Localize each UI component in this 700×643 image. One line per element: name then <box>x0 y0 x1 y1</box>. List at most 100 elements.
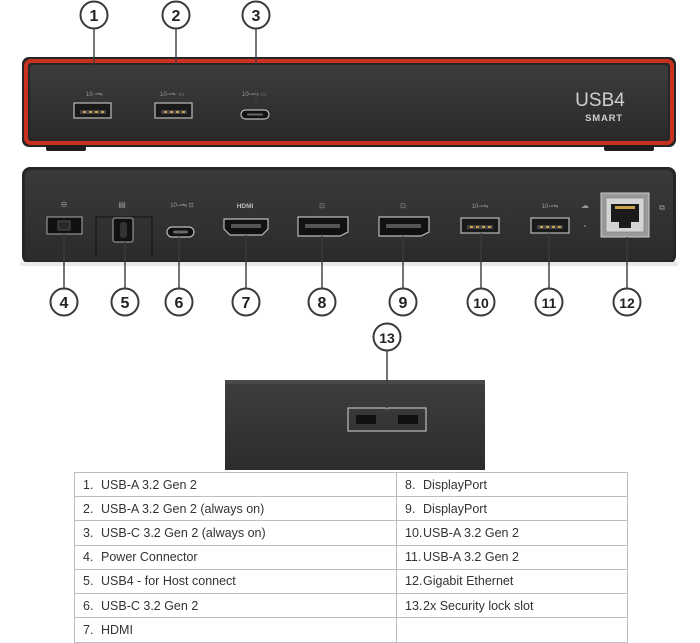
network-icon: ⧉ <box>659 203 665 212</box>
callout-8-label: 8 <box>318 295 327 312</box>
legend-number: 7. <box>83 623 94 638</box>
dock-diagram: 10⊸⇋ 10⊸⇋ ▭ 10⊸⇋ ▭ USB4 SMART <box>20 0 678 470</box>
displayport-port-9[interactable]: ⊡ <box>378 203 430 237</box>
front-usb-a-port-2[interactable]: 10⊸⇋ ▭ <box>154 91 193 119</box>
front-panel: 10⊸⇋ 10⊸⇋ ▭ 10⊸⇋ ▭ USB4 SMART <box>22 57 676 151</box>
legend-row: 3. USB-C 3.2 Gen 2 (always on) 10.USB-A 3.… <box>73 520 628 546</box>
legend-cell-right: 10.USB-A 3.2 Gen 2 <box>396 520 628 546</box>
legend-cell-right: 13.2x Security lock slot <box>396 592 628 619</box>
legend-number: 13. <box>405 598 423 613</box>
legend-text: HDMI <box>101 623 133 638</box>
legend-cell-left: 4. Power Connector <box>73 544 398 570</box>
legend-text: 2x Security lock slot <box>423 598 534 613</box>
front-foot-right <box>604 145 654 151</box>
callout-1-label: 1 <box>90 8 99 25</box>
legend-number: 6. <box>83 598 94 613</box>
displayport-icon: ⊡ <box>400 203 406 210</box>
lock-icon: ⌂ <box>385 406 389 412</box>
legend-number: 10. <box>405 525 423 540</box>
callout-9: 9 <box>388 287 418 317</box>
usb-always-on-icon: 10⊸⇋ ▭ <box>160 91 184 98</box>
legend-number: 9. <box>405 501 416 516</box>
power-icon: ⊖ <box>61 200 68 209</box>
rear-panel: ⊖ ▤ 10⊸⇋ ⊡ HDMI ⊡ <box>20 167 678 266</box>
legend-row: 2. USB-A 3.2 Gen 2 (always on) 9. DisplayPo… <box>73 496 628 522</box>
legend-row: 7. HDMI <box>73 617 628 643</box>
legend-text: USB4 - for Host connect <box>101 574 236 589</box>
displayport-icon: ⊡ <box>319 203 325 210</box>
legend-cell-left: 3. USB-C 3.2 Gen 2 (always on) <box>73 520 398 546</box>
legend-cell-right: 9. DisplayPort <box>396 496 628 522</box>
rear-usb-a-port-10[interactable]: 10⊸⇋ <box>460 203 500 234</box>
legend-number: 5. <box>83 574 94 589</box>
legend-text: DisplayPort <box>423 501 487 516</box>
ethernet-port[interactable]: ⧉ <box>600 192 665 238</box>
callout-7-label: 7 <box>242 295 251 312</box>
model-label: SMART <box>585 113 623 124</box>
hdmi-label: HDMI <box>237 203 254 210</box>
legend-text: USB-A 3.2 Gen 2 <box>101 477 197 492</box>
callout-13: 13 <box>372 322 402 352</box>
legend-text: USB-A 3.2 Gen 2 <box>423 525 519 540</box>
legend-number: 12. <box>405 574 423 589</box>
legend-text: USB-C 3.2 Gen 2 <box>101 598 199 613</box>
callout-7: 7 <box>231 287 261 317</box>
callout-badges: 1 2 3 4 5 6 7 8 9 10 11 12 13 <box>49 0 642 352</box>
callout-11: 11 <box>534 287 564 317</box>
brand-label: USB4 <box>575 90 625 111</box>
legend-text: Gigabit Ethernet <box>423 574 514 589</box>
callout-9-label: 9 <box>399 295 408 312</box>
legend-row: 1. USB-A 3.2 Gen 2 8. DisplayPort <box>73 471 628 498</box>
legend-row: 6. USB-C 3.2 Gen 2 13.2x Security lock slo… <box>73 592 628 619</box>
callout-6: 6 <box>164 287 194 317</box>
legend-number: 3. <box>83 525 94 540</box>
front-foot-left <box>46 145 86 151</box>
callout-8: 8 <box>307 287 337 317</box>
callout-11-label: 11 <box>542 295 557 311</box>
callout-5-label: 5 <box>121 295 130 312</box>
callout-3: 3 <box>241 0 271 30</box>
side-panel: ⌂ <box>225 380 485 470</box>
callout-10-label: 10 <box>473 295 489 311</box>
rear-usb-a-port-11[interactable]: 10⊸⇋ <box>530 203 570 234</box>
callout-12: 12 <box>612 287 642 317</box>
displayport-port-8[interactable]: ⊡ <box>297 203 349 237</box>
port-legend-table: 1. USB-A 3.2 Gen 2 8. DisplayPort 2. USB-A 3.… <box>73 471 628 643</box>
legend-text: DisplayPort <box>423 477 487 492</box>
usb4-host-port[interactable]: ▤ <box>95 200 153 258</box>
legend-cell-left: 5. USB4 - for Host connect <box>73 568 398 594</box>
callout-6-label: 6 <box>175 295 184 312</box>
rear-usb-c-port[interactable]: 10⊸⇋ ⊡ <box>166 202 195 238</box>
legend-cell-left: 2. USB-A 3.2 Gen 2 (always on) <box>73 496 398 522</box>
front-usb-c-port-3[interactable]: 10⊸⇋ ▭ <box>240 91 270 120</box>
legend-text: USB-A 3.2 Gen 2 <box>423 550 519 565</box>
callout-12-label: 12 <box>619 295 635 311</box>
legend-cell-right: 8. DisplayPort <box>396 471 628 498</box>
legend-row: 5. USB4 - for Host connect 12.Gigabit Ethe… <box>73 568 628 594</box>
cloud-icon: ☁ <box>581 201 589 210</box>
legend-number: 1. <box>83 477 94 492</box>
callout-5: 5 <box>110 287 140 317</box>
callout-2-label: 2 <box>172 8 181 25</box>
callout-10: 10 <box>466 287 496 317</box>
legend-cell-left: 1. USB-A 3.2 Gen 2 <box>73 471 398 498</box>
legend-number: 11. <box>405 550 422 565</box>
legend-row: 4. Power Connector 11.USB-A 3.2 Gen 2 <box>73 544 628 570</box>
legend-cell-left: 6. USB-C 3.2 Gen 2 <box>73 592 398 619</box>
callout-2: 2 <box>161 0 191 30</box>
legend-number: 4. <box>83 550 94 565</box>
usb-c-always-on-icon: 10⊸⇋ ▭ <box>242 91 266 98</box>
legend-text: Power Connector <box>101 550 198 565</box>
hdmi-port[interactable]: HDMI <box>223 203 269 236</box>
host-laptop-icon: ▤ <box>118 200 126 209</box>
usb-symbol-10-icon: 10⊸⇋ <box>472 203 489 210</box>
legend-number: 8. <box>405 477 416 492</box>
legend-text: USB-C 3.2 Gen 2 (always on) <box>101 525 266 540</box>
legend-cell-right: 12.Gigabit Ethernet <box>396 568 628 594</box>
legend-text: USB-A 3.2 Gen 2 (always on) <box>101 501 265 516</box>
leader-lines <box>63 29 628 408</box>
callout-1: 1 <box>79 0 109 30</box>
legend-cell-left: 7. HDMI <box>73 617 398 643</box>
callout-4-label: 4 <box>60 295 69 312</box>
legend-number: 2. <box>83 501 94 516</box>
